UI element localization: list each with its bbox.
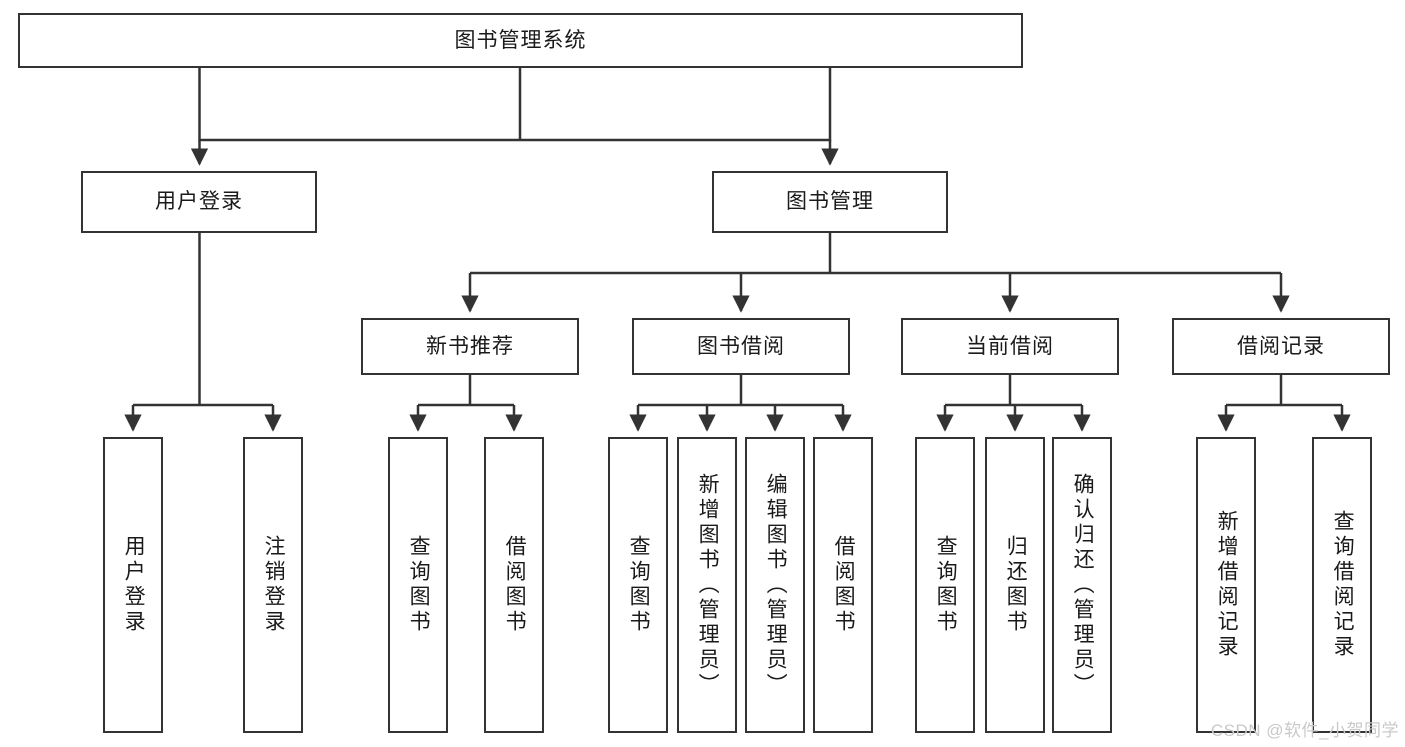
node-current-borrow-label: 当前借阅: [966, 334, 1054, 358]
csdn-watermark: CSDN @软件_小贺同学: [1210, 721, 1399, 740]
leaf-edit-book-label: 编辑图书（管理员）: [764, 472, 788, 698]
leaf-return-book-label: 归还图书: [1004, 535, 1028, 635]
leaf-query-record[interactable]: 查询借阅记录: [1312, 437, 1372, 733]
leaf-borrow-book-1[interactable]: 借阅图书: [484, 437, 544, 733]
node-book-borrow[interactable]: 图书借阅: [632, 318, 850, 375]
node-borrow-record[interactable]: 借阅记录: [1172, 318, 1390, 375]
leaf-add-record[interactable]: 新增借阅记录: [1196, 437, 1256, 733]
leaf-query-book-1-label: 查询图书: [407, 535, 431, 635]
leaf-query-book-1[interactable]: 查询图书: [388, 437, 448, 733]
leaf-query-book-2-label: 查询图书: [627, 535, 651, 635]
leaf-query-book-3[interactable]: 查询图书: [915, 437, 975, 733]
leaf-add-book-label: 新增图书（管理员）: [696, 472, 720, 698]
node-user-login-label: 用户登录: [155, 190, 243, 214]
node-borrow-record-label: 借阅记录: [1237, 334, 1325, 358]
edge-root-stem: [198, 68, 832, 142]
leaf-borrow-book-1-label: 借阅图书: [503, 535, 527, 635]
leaf-borrow-book-2[interactable]: 借阅图书: [813, 437, 873, 733]
leaf-query-book-2[interactable]: 查询图书: [608, 437, 668, 733]
node-root-label: 图书管理系统: [454, 28, 587, 52]
node-book-borrow-label: 图书借阅: [697, 334, 785, 358]
leaf-borrow-book-2-label: 借阅图书: [832, 535, 856, 635]
leaf-user-login-label: 用户登录: [122, 535, 146, 635]
node-new-book-recommend-label: 新书推荐: [426, 334, 514, 358]
node-book-management[interactable]: 图书管理: [712, 171, 948, 233]
leaf-confirm-return[interactable]: 确认归还（管理员）: [1052, 437, 1112, 733]
node-new-book-recommend[interactable]: 新书推荐: [361, 318, 579, 375]
node-current-borrow[interactable]: 当前借阅: [901, 318, 1119, 375]
node-root[interactable]: 图书管理系统: [18, 13, 1023, 68]
leaf-query-book-3-label: 查询图书: [934, 535, 958, 635]
leaf-user-login[interactable]: 用户登录: [103, 437, 163, 733]
leaf-edit-book[interactable]: 编辑图书（管理员）: [745, 437, 805, 733]
node-book-management-label: 图书管理: [786, 190, 874, 214]
leaf-add-record-label: 新增借阅记录: [1215, 510, 1239, 660]
leaf-confirm-return-label: 确认归还（管理员）: [1071, 472, 1095, 698]
node-user-login[interactable]: 用户登录: [81, 171, 317, 233]
leaf-logout-login-label: 注销登录: [262, 535, 286, 635]
leaf-return-book[interactable]: 归还图书: [985, 437, 1045, 733]
leaf-add-book[interactable]: 新增图书（管理员）: [677, 437, 737, 733]
leaf-logout-login[interactable]: 注销登录: [243, 437, 303, 733]
leaf-query-record-label: 查询借阅记录: [1331, 510, 1355, 660]
